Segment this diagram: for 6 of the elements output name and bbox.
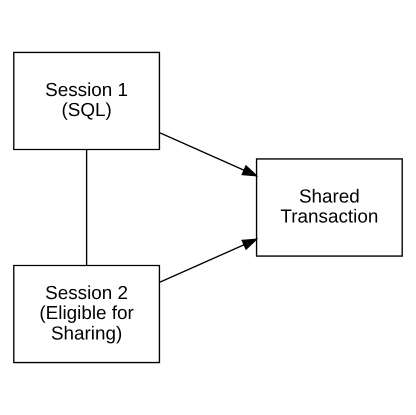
node-box: Session 2 (Eligible for Sharing) — [13, 264, 160, 364]
node-box: Session 1 (SQL) — [13, 52, 160, 150]
node-box: Shared Transaction — [256, 158, 403, 257]
arrow — [160, 132, 258, 177]
arrow — [160, 238, 258, 283]
connector — [86, 150, 88, 266]
